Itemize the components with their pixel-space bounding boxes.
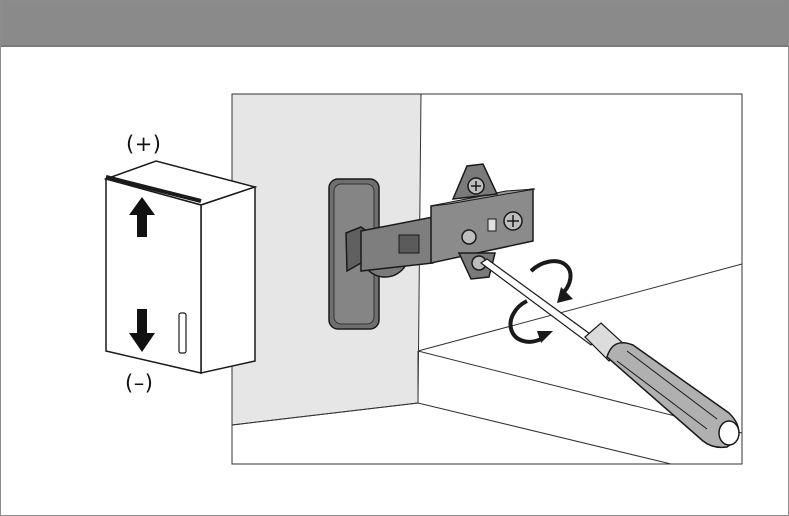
hinge-arm [360, 163, 536, 280]
rotate-arrows-icon [508, 259, 573, 344]
arrow-up-icon [129, 197, 155, 237]
scene-box [231, 93, 743, 465]
cabinet [103, 160, 258, 374]
header-bar [1, 1, 788, 47]
arrow-down-icon [129, 309, 155, 352]
label-minus: (–) [125, 371, 154, 395]
screwdriver [479, 258, 740, 449]
label-plus: (+) [126, 132, 162, 156]
